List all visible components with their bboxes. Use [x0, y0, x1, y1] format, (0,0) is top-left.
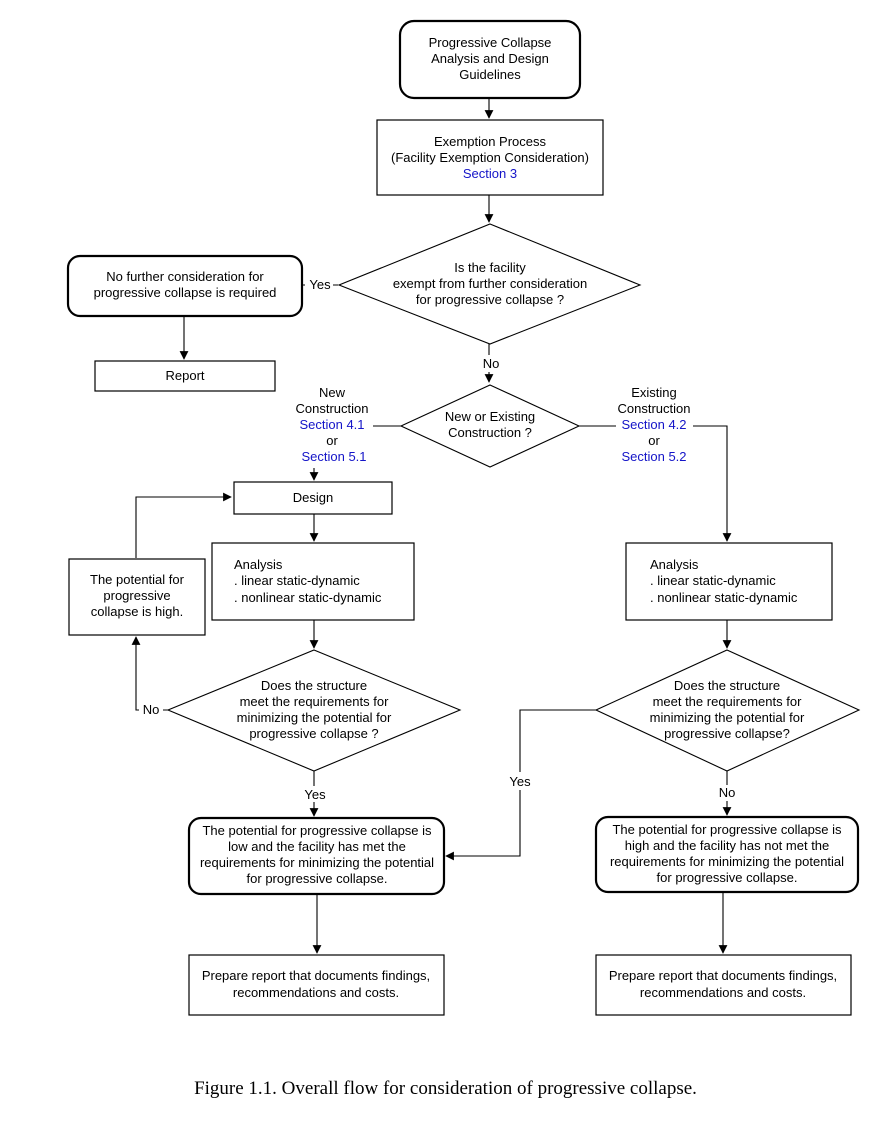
- construction-decision: New or Existing Construction ?: [399, 384, 581, 468]
- exemption-title: Exemption Process: [434, 134, 546, 149]
- result-high-line: requirements for minimizing the potentia…: [610, 854, 844, 869]
- exemption-process-box: Exemption Process (Facility Exemption Co…: [376, 119, 604, 196]
- potential-high-line: The potential for: [90, 572, 185, 587]
- existing-label: Existing: [631, 385, 677, 400]
- section-5-1-link[interactable]: Section 5.1: [301, 449, 366, 464]
- connectors: [131, 98, 732, 954]
- meets-left-line: meet the requirements for: [240, 694, 390, 709]
- potential-high-line: collapse is high.: [91, 604, 184, 619]
- design-box: Design: [233, 481, 393, 515]
- meets-right-line: Does the structure: [674, 678, 780, 693]
- section-4-2-link[interactable]: Section 4.2: [621, 417, 686, 432]
- construction-decision-line: Construction ?: [448, 425, 532, 440]
- meets-right-yes-label: Yes: [509, 774, 531, 789]
- prepare-report-box-left: Prepare report that documents findings, …: [188, 954, 445, 1016]
- start-line: Guidelines: [459, 67, 521, 82]
- new-construction-label-text: Construction: [296, 401, 369, 416]
- analysis-left-title: Analysis: [234, 557, 283, 572]
- meets-left-line: Does the structure: [261, 678, 367, 693]
- meets-left-yes-label: Yes: [304, 787, 326, 802]
- analysis-right-item: . linear static-dynamic: [650, 573, 776, 588]
- meets-right-line: meet the requirements for: [653, 694, 803, 709]
- result-high-line: The potential for progressive collapse i…: [612, 822, 842, 837]
- exempt-decision-line: Is the facility: [454, 260, 526, 275]
- result-high-line: high and the facility has not met the: [625, 838, 830, 853]
- exempt-decision-line: exempt from further consideration: [393, 276, 587, 291]
- report-right-line: Prepare report that documents findings,: [609, 968, 837, 983]
- no-further-consideration-box: No further consideration for progressive…: [66, 254, 304, 318]
- section-5-2-link[interactable]: Section 5.2: [621, 449, 686, 464]
- result-low-box: The potential for progressive collapse i…: [187, 816, 446, 896]
- new-construction-label: New Construction Section 4.1 or Section …: [296, 385, 369, 464]
- high-emphasis: high: [155, 604, 180, 619]
- new-label: New: [319, 385, 346, 400]
- figure-caption: Figure 1.1. Overall flow for considerati…: [194, 1078, 697, 1099]
- meets-left-line: minimizing the potential for: [237, 710, 392, 725]
- meets-right-line: minimizing the potential for: [650, 710, 805, 725]
- exempt-decision-line: for progressive collapse ?: [416, 292, 564, 307]
- analysis-left-item: . nonlinear static-dynamic: [234, 590, 382, 605]
- result-high-line: for progressive collapse.: [657, 870, 798, 885]
- report-label: Report: [165, 368, 204, 383]
- result-low-line: for progressive collapse.: [247, 871, 388, 886]
- start-node: Progressive Collapse Analysis and Design…: [398, 19, 582, 100]
- potential-high-box: The potential for progressive collapse i…: [68, 558, 206, 636]
- report-left-line: recommendations and costs.: [233, 985, 399, 1000]
- analysis-box-right: Analysis . linear static-dynamic . nonli…: [625, 542, 833, 621]
- prepare-report-box-right: Prepare report that documents findings, …: [595, 954, 852, 1016]
- analysis-box-left: Analysis . linear static-dynamic . nonli…: [211, 542, 415, 621]
- new-or-label: or: [326, 433, 338, 448]
- exempt-no-label: No: [483, 356, 500, 371]
- result-high-box: The potential for progressive collapse i…: [594, 815, 860, 894]
- arrow-existing-to-analysis: [693, 425, 732, 542]
- analysis-right-item: . nonlinear static-dynamic: [650, 590, 798, 605]
- meets-right-no-label: No: [719, 785, 736, 800]
- meets-left-line: progressive collapse ?: [249, 726, 378, 741]
- no-further-line: progressive collapse is required: [94, 285, 277, 300]
- result-low-line: The potential for progressive collapse i…: [202, 823, 432, 838]
- arrow-yes-to-result-low: [445, 790, 521, 861]
- report-right-line: recommendations and costs.: [640, 985, 806, 1000]
- exemption-subtitle: (Facility Exemption Consideration): [391, 150, 589, 165]
- exempt-yes-label: Yes: [309, 277, 331, 292]
- meets-requirements-decision-left: Does the structure meet the requirements…: [166, 649, 462, 772]
- section-4-1-link[interactable]: Section 4.1: [299, 417, 364, 432]
- analysis-left-item: . linear static-dynamic: [234, 573, 360, 588]
- existing-or-label: or: [648, 433, 660, 448]
- existing-construction-label: Existing Construction Section 4.2 or Sec…: [618, 385, 691, 464]
- meets-requirements-decision-right: Does the structure meet the requirements…: [594, 649, 861, 772]
- line-meets-right-to-yes: [519, 709, 596, 772]
- high-emphasis: high: [625, 838, 653, 853]
- start-line: Analysis and Design: [431, 51, 549, 66]
- construction-decision-line: New or Existing: [445, 409, 535, 424]
- analysis-right-title: Analysis: [650, 557, 699, 572]
- exempt-decision: Is the facility exempt from further cons…: [337, 223, 642, 345]
- potential-high-line: progressive: [103, 588, 170, 603]
- report-box: Report: [94, 360, 276, 392]
- report-left-line: Prepare report that documents findings,: [202, 968, 430, 983]
- arrow-no-to-potential-high: [131, 636, 168, 711]
- existing-construction-label-text: Construction: [618, 401, 691, 416]
- result-low-line: requirements for minimizing the potentia…: [200, 855, 434, 870]
- no-further-line: No further consideration for: [106, 269, 264, 284]
- start-line: Progressive Collapse: [429, 35, 552, 50]
- meets-right-line: progressive collapse?: [664, 726, 790, 741]
- result-low-line: low and the facility has met the: [228, 839, 406, 854]
- low-emphasis: low: [228, 839, 248, 854]
- arrow-potential-high-to-design: [135, 492, 232, 558]
- exemption-section-link[interactable]: Section 3: [463, 166, 517, 181]
- meets-left-no-label: No: [143, 702, 160, 717]
- design-label: Design: [293, 490, 333, 505]
